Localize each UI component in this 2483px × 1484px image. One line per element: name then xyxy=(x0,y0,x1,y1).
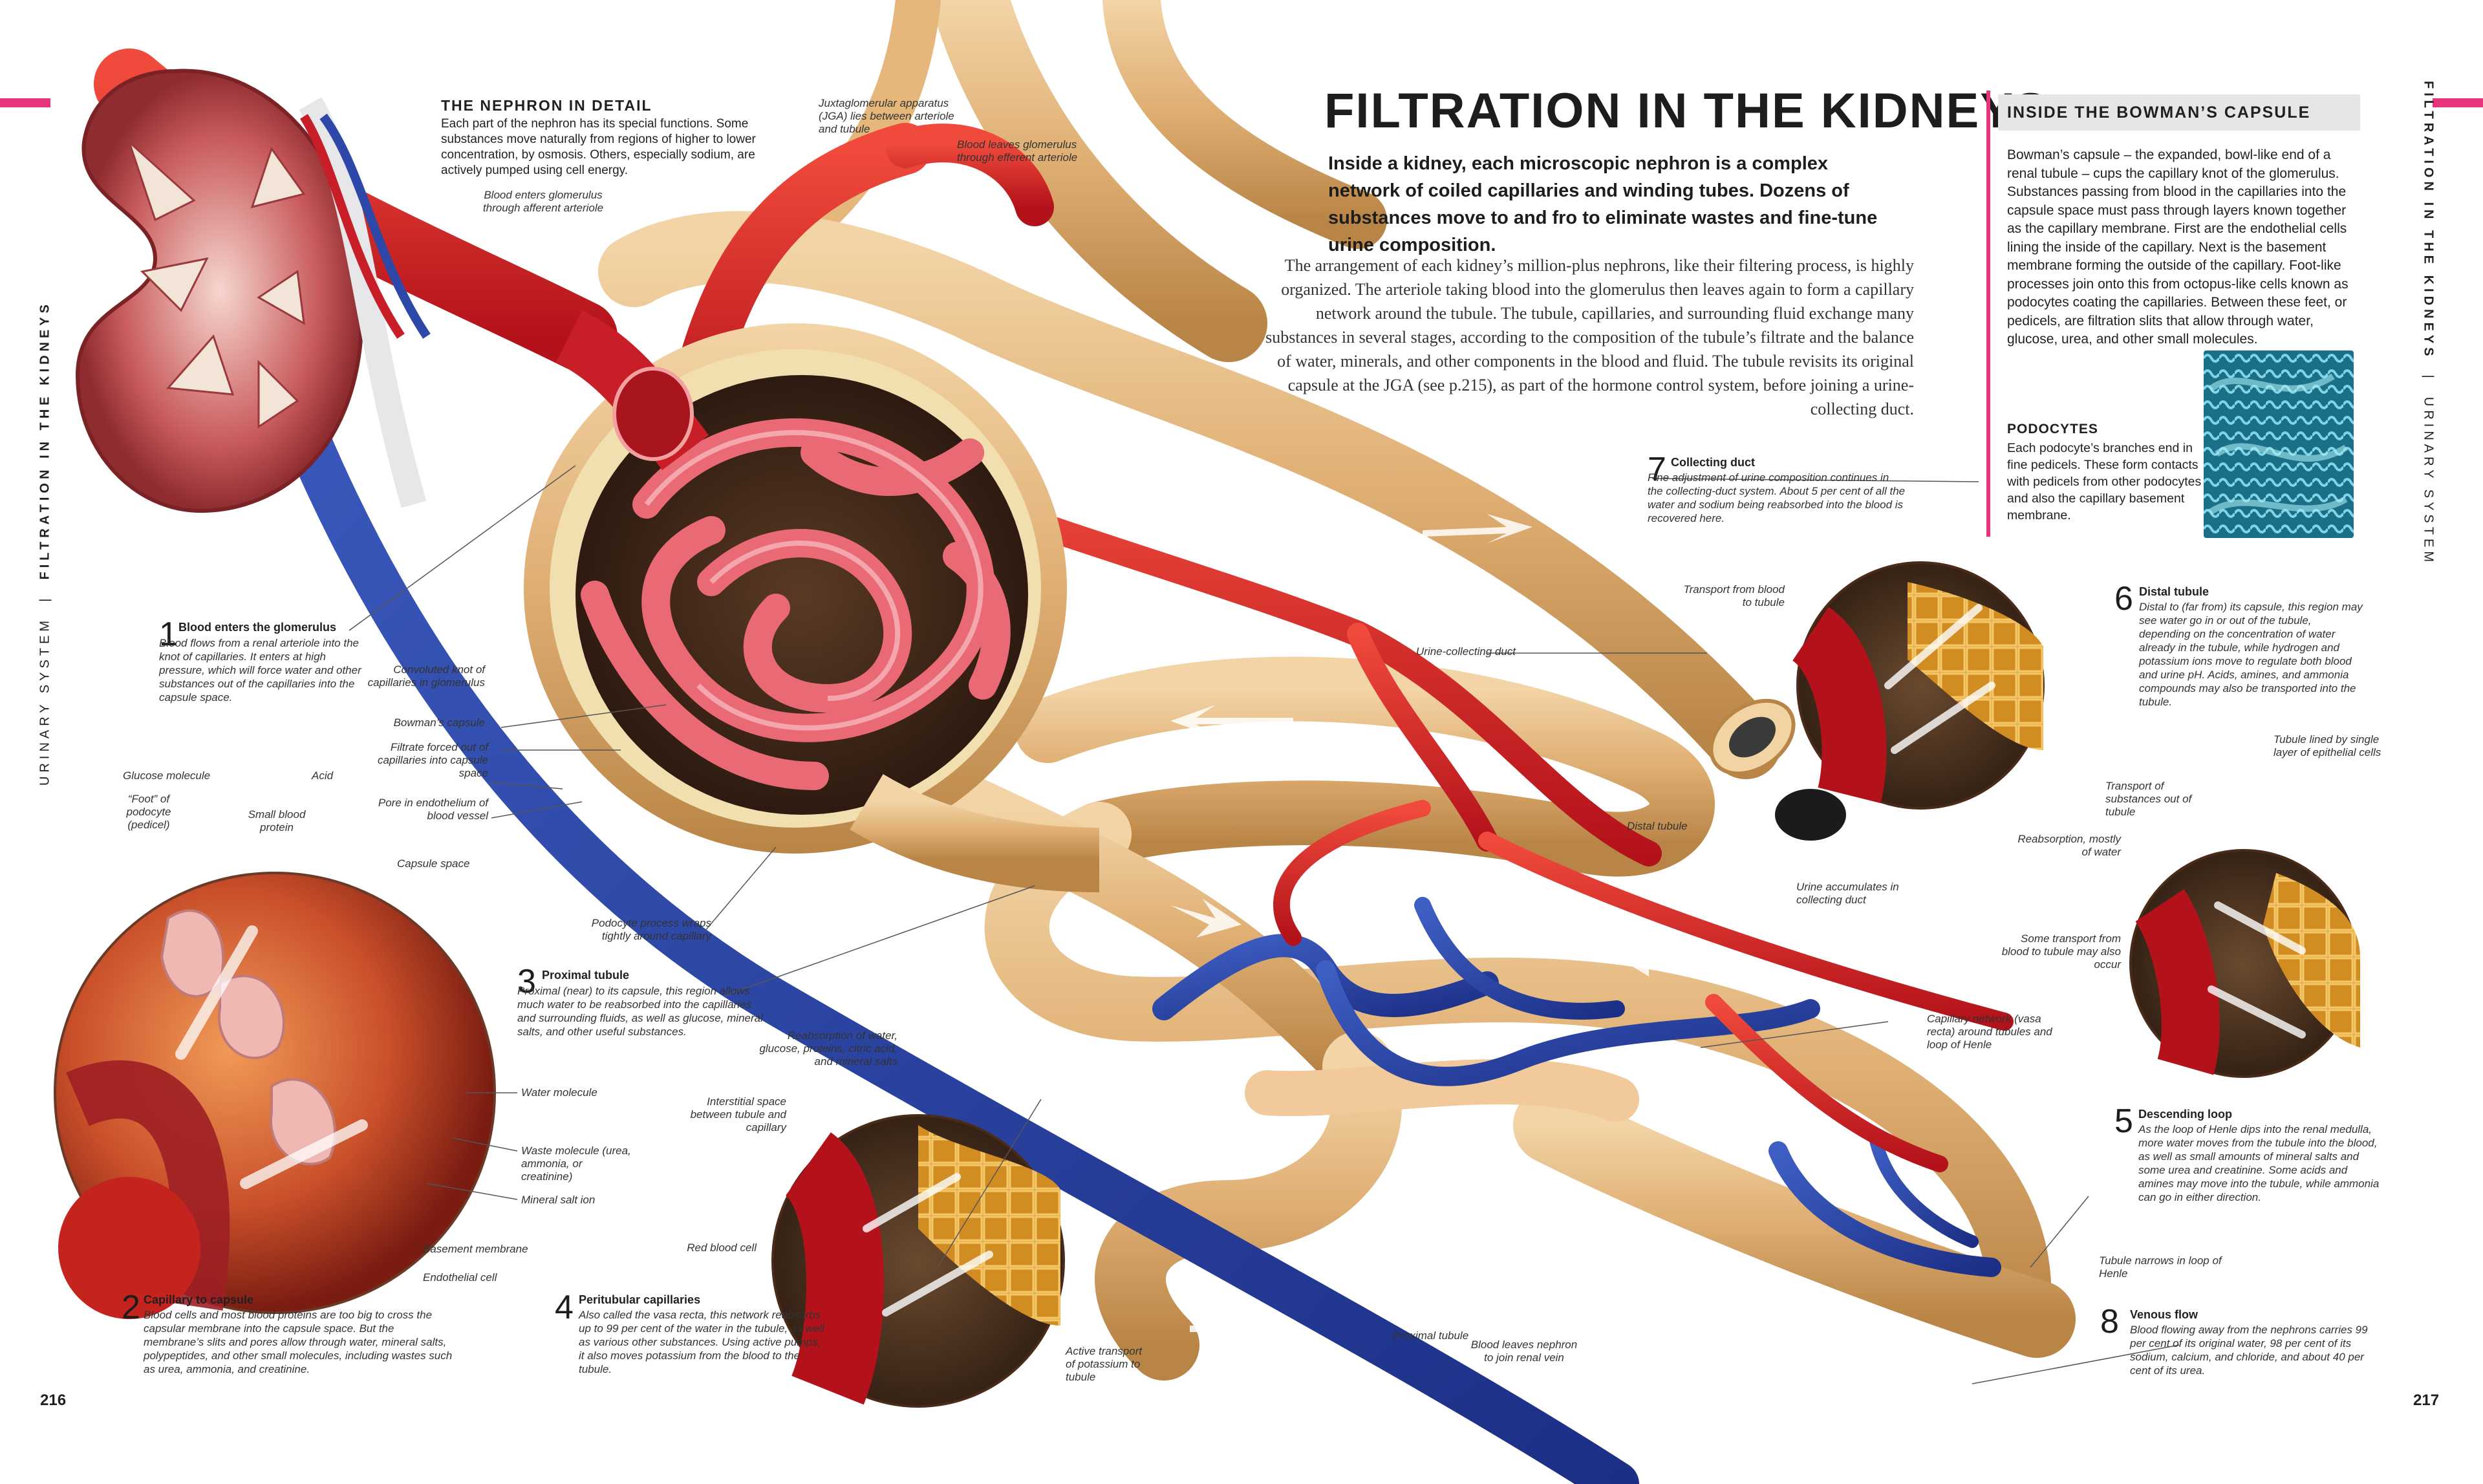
label-tubule-lined: Tubule lined by single layer of epitheli… xyxy=(2273,733,2381,758)
step-number: 8 xyxy=(2100,1303,2119,1340)
step-number: 6 xyxy=(2114,580,2133,618)
label-waste-molecule: Waste molecule (urea, ammonia, or creati… xyxy=(521,1145,631,1183)
label-active-transport: Active transport of potassium to tubule xyxy=(1066,1345,1143,1383)
bowmans-capsule xyxy=(524,310,1100,892)
label-convoluted-knot: Convoluted knot of capillaries in glomer… xyxy=(367,663,485,689)
intro-paragraph: Inside a kidney, each microscopic nephro… xyxy=(1328,153,1878,255)
nephron-detail-heading: THE NEPHRON IN DETAIL xyxy=(441,97,652,114)
spine-left: URINARY SYSTEM | FILTRATION IN THE KIDNE… xyxy=(38,301,52,786)
label-some-transport: Some transport from blood to tubule may … xyxy=(2001,932,2121,971)
step-text: Distal to (far from) its capsule, this r… xyxy=(2139,601,2363,708)
label-mineral-salt: Mineral salt ion xyxy=(521,1194,596,1206)
step-number: 4 xyxy=(555,1289,574,1326)
spine-right-section: URINARY SYSTEM xyxy=(2421,396,2436,566)
label-blood-leaves-nephron: Blood leaves nephron to join renal vein xyxy=(1470,1339,1578,1364)
sidebar-accent-bar xyxy=(1986,91,1990,537)
label-acid: Acid xyxy=(312,769,334,782)
sidebar-bowmans-capsule: INSIDE THE BOWMAN’S CAPSULE Bowman’s cap… xyxy=(1986,91,2360,538)
page-title: FILTRATION IN THE KIDNEYS xyxy=(1324,83,2048,138)
spine-right-title: FILTRATION IN THE KIDNEYS xyxy=(2421,81,2436,360)
page-number-left: 216 xyxy=(40,1392,67,1409)
label-tubule-narrows: Tubule narrows in loop of Henle xyxy=(2099,1254,2222,1280)
label-proximal-tubule: Proximal tubule xyxy=(1393,1329,1469,1342)
step-title: Collecting duct xyxy=(1671,456,1755,469)
label-basement-membrane: Basement membrane xyxy=(423,1243,528,1255)
collecting-duct-end xyxy=(1709,698,1846,841)
step-number: 7 xyxy=(1648,451,1666,488)
step-number: 3 xyxy=(517,963,536,1000)
label-pore: Pore in endothelium of blood vessel xyxy=(378,797,488,822)
step-title: Descending loop xyxy=(2138,1108,2233,1121)
body-paragraph: The arrangement of each kidney’s million… xyxy=(1265,256,1914,418)
label-endothelial-cell: Endothelial cell xyxy=(423,1271,497,1284)
magnified-distal-tubule xyxy=(1790,561,2045,810)
label-red-blood-cell: Red blood cell xyxy=(687,1242,757,1254)
step-title: Blood enters the glomerulus xyxy=(178,621,337,634)
step-text: Proximal (near) to its capsule, this reg… xyxy=(517,985,763,1038)
podocytes-text: Each podocyte’s branches end in fine ped… xyxy=(2007,441,2202,522)
step-title: Proximal tubule xyxy=(542,969,630,982)
nephron-detail-text: Each part of the nephron has its special… xyxy=(441,117,756,177)
podocyte-micrograph xyxy=(2204,350,2354,538)
step-text: Blood cells and most blood proteins are … xyxy=(144,1309,453,1375)
spine-right: FILTRATION IN THE KIDNEYS | URINARY SYST… xyxy=(2421,81,2436,566)
label-reabsorption-mostly: Reabsorption, mostly of water xyxy=(2017,833,2121,858)
kidney-cross-section xyxy=(75,69,431,513)
step-title: Distal tubule xyxy=(2139,585,2209,598)
podocytes-heading: PODOCYTES xyxy=(2007,422,2098,436)
spine-left-section: URINARY SYSTEM xyxy=(38,616,52,786)
label-capillary-network: Capillary network (vasa recta) around tu… xyxy=(1927,1013,2052,1051)
label-interstitial: Interstitial space between tubule and ca… xyxy=(690,1095,786,1134)
step-number: 1 xyxy=(159,616,178,653)
step-text: As the loop of Henle dips into the renal… xyxy=(2138,1123,2380,1203)
label-water-molecule: Water molecule xyxy=(521,1086,597,1099)
flow-arrows xyxy=(1170,514,1720,1345)
step-text: Blood flowing away from the nephrons car… xyxy=(2130,1324,2368,1377)
step-title: Capillary to capsule xyxy=(144,1293,254,1306)
label-transport-out: Transport of substances out of tubule xyxy=(2105,780,2192,818)
accent-tab-left xyxy=(0,98,50,107)
accent-tab-right xyxy=(2433,98,2483,107)
spine-left-title: FILTRATION IN THE KIDNEYS xyxy=(38,301,52,580)
label-transport-from-blood: Transport from blood to tubule xyxy=(1683,583,1785,608)
magnified-peritubular xyxy=(771,1114,1065,1408)
step-title: Peritubular capillaries xyxy=(579,1293,701,1306)
step-number: 5 xyxy=(2114,1102,2133,1140)
sidebar-heading: INSIDE THE BOWMAN’S CAPSULE xyxy=(1998,94,2360,131)
step-text: Fine adjustment of urine composition con… xyxy=(1648,471,1906,524)
leader-lines xyxy=(349,465,2180,1384)
page-number-right: 217 xyxy=(2413,1392,2440,1409)
label-reabsorption-water: Reabsorption of water, glucose, proteins… xyxy=(759,1029,898,1068)
magnified-descending-loop xyxy=(2129,849,2360,1078)
label-jga: Juxtaglomerular apparatus (JGA) lies bet… xyxy=(819,97,954,135)
step-title: Venous flow xyxy=(2130,1308,2198,1321)
label-foot: “Foot” of podocyte (pedicel) xyxy=(126,793,171,831)
label-capsule-space: Capsule space xyxy=(397,857,470,870)
label-blood-enters: Blood enters glomerulus through afferent… xyxy=(482,189,604,214)
label-distal-tubule: Distal tubule xyxy=(1627,820,1688,832)
label-blood-leaves: Blood leaves glomerulus through efferent… xyxy=(957,138,1078,164)
step-text: Blood flows from a renal arteriole into … xyxy=(159,637,361,704)
step-text: Also called the vasa recta, this network… xyxy=(579,1309,824,1375)
label-glucose: Glucose molecule xyxy=(123,769,211,782)
label-podocyte-wraps: Podocyte process wraps tightly around ca… xyxy=(591,917,711,942)
label-bowmans-capsule: Bowman’s capsule xyxy=(393,716,485,729)
label-filtrate: Filtrate forced out of capillaries into … xyxy=(377,741,488,779)
label-small-protein: Small blood protein xyxy=(248,808,306,833)
step-number: 2 xyxy=(122,1289,140,1326)
magnified-capillary-to-capsule xyxy=(54,872,496,1319)
label-urine-accumulates: Urine accumulates in collecting duct xyxy=(1796,881,1899,906)
label-urine-collecting-duct: Urine-collecting duct xyxy=(1416,645,1516,658)
sidebar-text: Bowman’s capsule – the expanded, bowl-li… xyxy=(2007,147,2349,347)
